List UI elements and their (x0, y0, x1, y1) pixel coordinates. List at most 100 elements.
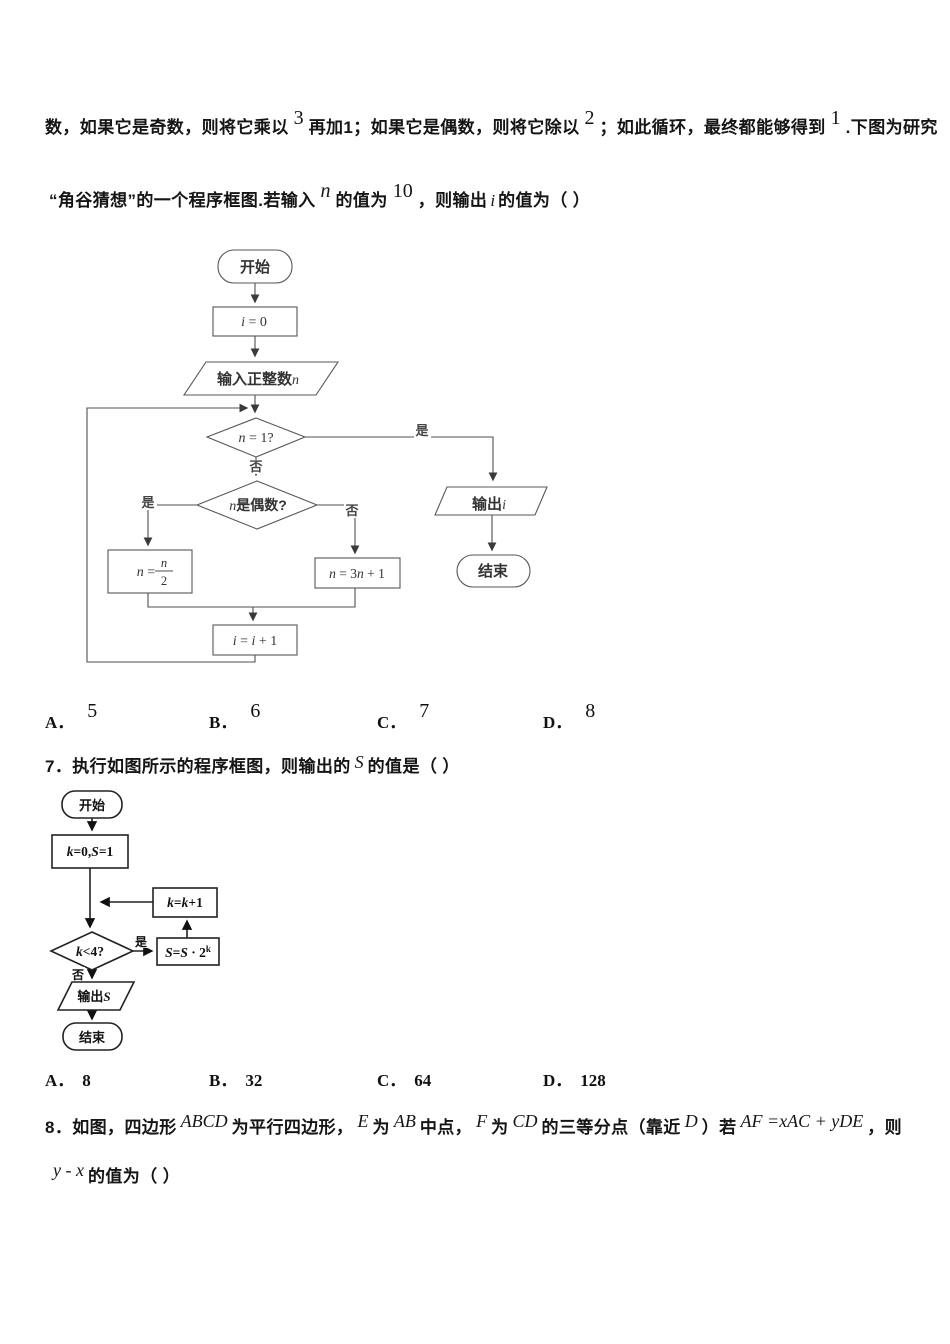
init-var: k (67, 844, 74, 859)
q7-options: A．8 B．32 C．64 D．128 (0, 1066, 950, 1102)
no-label: 否 (248, 459, 262, 474)
odd-var: n (329, 566, 336, 581)
label-bg (344, 504, 361, 518)
option-value: 5 (87, 700, 98, 722)
input-label: 输入正整数n (217, 370, 299, 388)
option-value: 7 (419, 700, 430, 722)
mul-var: S (165, 945, 173, 960)
q8-text: 8．如图，四边形 (45, 1118, 177, 1137)
output-node (56, 981, 136, 1011)
math-F: F (476, 1111, 488, 1131)
cond1-var: n (238, 431, 245, 446)
q7-option-b: B． 32 (209, 1066, 262, 1091)
cond2-diamond (195, 480, 319, 530)
yes-label: 是 (140, 495, 155, 510)
q6-option-b: B．6 (209, 700, 260, 734)
formula-3: 3 (293, 107, 304, 129)
end-label: 结束 (478, 562, 509, 580)
even-numerator: n (161, 556, 167, 570)
option-value: 32 (245, 1071, 263, 1090)
init-label: i = 0 (241, 315, 267, 330)
input-node (182, 361, 340, 396)
label-bg (140, 496, 157, 510)
cond2-var: n (229, 499, 236, 514)
q6-option-a: A． 5 (45, 700, 97, 734)
cond2-label: n是偶数? (229, 497, 287, 514)
init-text: =1 (99, 844, 114, 859)
output-var: i (502, 498, 506, 513)
mul-text: = (173, 945, 181, 960)
label-bg (70, 967, 85, 981)
yes-label: 是 (414, 423, 429, 438)
q8-text: 为 (372, 1118, 390, 1137)
end-node (456, 554, 531, 588)
option-letter: B． (209, 713, 238, 732)
output-node (434, 486, 548, 516)
option-value: 64 (414, 1071, 432, 1090)
cond1-label: n = 1? (238, 431, 273, 446)
output-label: 输出i (472, 495, 506, 513)
math-D: D (684, 1111, 698, 1131)
odd-label: n = 3n + 1 (329, 566, 385, 581)
option-letter: D． (543, 713, 573, 732)
mul-text: · 2 (188, 945, 206, 960)
no-label: 否 (344, 503, 358, 518)
mul-exponent: k (206, 944, 211, 954)
loop-back-arrow (86, 403, 256, 663)
q6-option-d: D． 8 (543, 700, 595, 734)
odd-box (314, 557, 401, 589)
q7-text: 7．执行如图所示的程序框图，则输出的 (45, 757, 351, 776)
q6-options: A． 5 B．6 C．7 D． 8 (0, 700, 950, 744)
inc-text: = (174, 895, 182, 910)
q8-text: 的三等分点（靠近 (541, 1118, 681, 1137)
math-E: E (357, 1111, 369, 1131)
intro-text: 数，如果它是奇数，则将它乘以 (45, 118, 289, 137)
option-letter: B． (209, 1071, 238, 1090)
option-value: 128 (580, 1071, 606, 1090)
end-node (62, 1022, 123, 1051)
inc-var: k (167, 895, 174, 910)
label-bg (414, 424, 431, 438)
flow-arrow-even (143, 504, 197, 547)
q6-option-c: C．7 (377, 700, 429, 734)
output-label: 输出S (77, 989, 110, 1004)
start-node (61, 790, 123, 819)
option-letter: A． (45, 713, 75, 732)
option-value: 8 (585, 700, 596, 722)
intro-text: “角谷猜想”的一个程序框图.若输入 (49, 191, 316, 210)
output-text: 输出 (472, 495, 502, 513)
option-letter: C． (377, 1071, 407, 1090)
option-letter: A． (45, 1071, 75, 1090)
init-text: =0, (73, 844, 91, 859)
q8-text: 为 (491, 1118, 509, 1137)
output-text: 输出 (77, 989, 103, 1004)
q8-text: 中点， (419, 1118, 473, 1137)
even-prefix: n = (137, 565, 156, 580)
increment-label: k=k+1 (167, 895, 203, 910)
inc-text: + 1 (255, 634, 277, 649)
option-letter: D． (543, 1071, 573, 1090)
mul-var: S (180, 945, 188, 960)
math-ABCD: ABCD (180, 1111, 228, 1131)
input-text: 输入正整数 (217, 370, 293, 388)
q8-text: ，则 (867, 1118, 903, 1137)
inc-var: i (233, 634, 237, 649)
math-AB: AB (393, 1111, 416, 1131)
no-label: 否 (71, 968, 84, 982)
var-i: i (490, 191, 496, 210)
cond2-rest: 是偶数? (236, 497, 287, 513)
q7-option-c: C． 64 (377, 1066, 431, 1091)
formula-1: 1 (830, 107, 841, 129)
merge-line (147, 588, 356, 608)
math-AF-equation: AF =xAC + yDE (740, 1111, 864, 1131)
cond-text: <4? (83, 944, 104, 959)
intro-text: 的值为 (335, 191, 388, 210)
cond1-diamond (205, 417, 307, 458)
cond-var: k (76, 944, 83, 959)
formula-10: 10 (392, 180, 413, 202)
output-var: S (103, 989, 110, 1004)
intro-text: .下图为研究 (845, 118, 938, 137)
label-bg (248, 460, 264, 474)
intro-text: 的值为（ ） (498, 191, 591, 210)
